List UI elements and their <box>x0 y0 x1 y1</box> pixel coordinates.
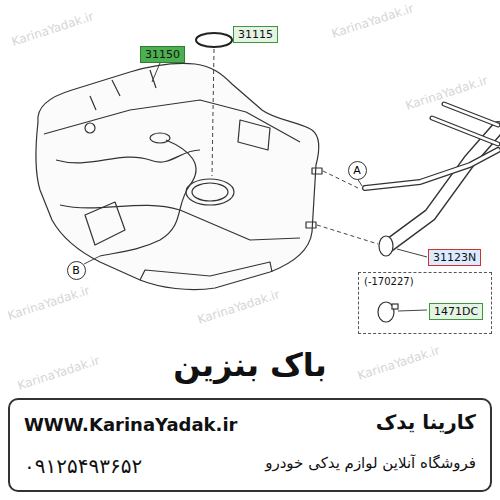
label-text: 31150 <box>145 48 180 61</box>
callout-number: 31123N <box>428 249 481 266</box>
shop-info-panel: کارینا یدک فروشگاه آنلاین لوازم یدکی خودر… <box>8 398 492 492</box>
label-text: (-170227) <box>364 276 414 287</box>
upper-pipe <box>444 104 498 125</box>
leader-line <box>398 310 427 311</box>
shop-tagline: فروشگاه آنلاین لوازم یدکی خودرو <box>265 454 476 472</box>
vent-hole <box>85 123 95 133</box>
phone-number: ۰۹۱۲۵۴۹۳۶۵۲ <box>24 454 142 478</box>
shop-name: کارینا یدک <box>376 410 476 434</box>
label-text: 1471DC <box>434 305 478 318</box>
tank-ridge <box>56 150 200 163</box>
tank-strap <box>85 202 125 245</box>
callout-number: 1471DC <box>429 303 483 320</box>
vent-tube <box>365 150 498 188</box>
filler-hose <box>388 128 498 246</box>
leader-line <box>84 256 100 264</box>
tank-outline <box>36 63 319 289</box>
sender-wire <box>100 140 196 256</box>
clamp-tab <box>392 304 398 309</box>
watermark: KarinaYadak.ir <box>6 283 91 323</box>
pump-opening <box>186 179 234 205</box>
tank-bottom-edge <box>140 262 272 280</box>
label-text: A <box>353 164 361 177</box>
label-text: B <box>72 264 80 277</box>
website: WWW.KarinaYadak.ir <box>24 414 237 435</box>
leader-line <box>397 249 427 257</box>
reference-circle: A <box>348 161 367 180</box>
pump-opening <box>192 183 228 201</box>
o-ring <box>196 33 232 47</box>
leader-line <box>317 225 378 244</box>
callout-number: 31150 <box>140 46 185 63</box>
label-text: 31123N <box>433 251 476 264</box>
tank-strap <box>238 120 270 150</box>
watermark: KarinaYadak.ir <box>196 287 281 327</box>
label-text: 31115 <box>238 28 273 41</box>
sender-cap <box>150 133 170 143</box>
tank-ridge <box>44 100 300 142</box>
upper-pipe <box>444 104 498 125</box>
filler-hose <box>388 128 498 246</box>
watermark: KarinaYadak.ir <box>10 9 95 49</box>
hose-clamp <box>379 236 393 256</box>
variant-group: (-170227) 1471DC <box>358 272 492 334</box>
reference-circle: B <box>67 261 86 280</box>
tank-nipple <box>306 222 316 228</box>
tank-seam <box>90 70 156 110</box>
watermark: KarinaYadak.ir <box>330 1 415 41</box>
watermark: KarinaYadak.ir <box>356 343 441 383</box>
vent-tube <box>365 150 498 188</box>
callout-number: 31115 <box>233 26 278 43</box>
tank-nipple <box>312 168 322 174</box>
watermark: KarinaYadak.ir <box>16 353 101 393</box>
leader-line <box>152 63 160 82</box>
leader-line <box>212 49 214 176</box>
